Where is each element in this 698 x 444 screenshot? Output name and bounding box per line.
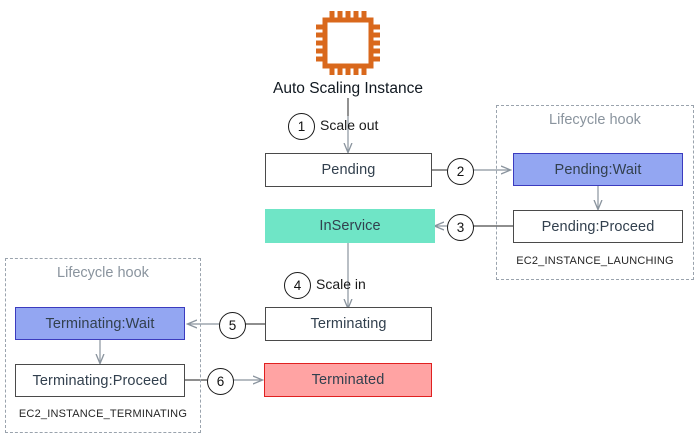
terminate-hook-title: Lifecycle hook <box>57 265 149 281</box>
step-marker-1[interactable]: 1 <box>288 113 315 140</box>
edge-label-scale-out: Scale out <box>320 117 379 133</box>
step-marker-4[interactable]: 4 <box>284 272 311 299</box>
step-marker-5[interactable]: 5 <box>219 312 246 339</box>
launch-hook-title: Lifecycle hook <box>549 112 641 128</box>
state-inservice[interactable]: InService <box>265 209 435 243</box>
page-title: Auto Scaling Instance <box>273 80 423 97</box>
step-marker-6[interactable]: 6 <box>207 368 234 395</box>
state-terminated[interactable]: Terminated <box>264 363 432 397</box>
step-marker-3[interactable]: 3 <box>447 214 474 241</box>
chip-icon <box>307 6 389 80</box>
state-pending-wait[interactable]: Pending:Wait <box>513 153 683 186</box>
terminate-hook-panel <box>5 258 201 433</box>
step-marker-2[interactable]: 2 <box>447 158 474 185</box>
state-pending-proceed[interactable]: Pending:Proceed <box>513 210 683 243</box>
edge-label-scale-in-text: Scale in <box>316 276 366 292</box>
state-terminating-wait[interactable]: Terminating:Wait <box>15 307 185 340</box>
launch-hook-panel <box>496 105 694 280</box>
launch-hook-caption: EC2_INSTANCE_LAUNCHING <box>516 255 674 267</box>
state-terminating-proceed[interactable]: Terminating:Proceed <box>15 364 185 397</box>
state-terminating[interactable]: Terminating <box>265 307 432 341</box>
terminate-hook-caption: EC2_INSTANCE_TERMINATING <box>18 408 188 420</box>
state-pending[interactable]: Pending <box>265 153 432 187</box>
